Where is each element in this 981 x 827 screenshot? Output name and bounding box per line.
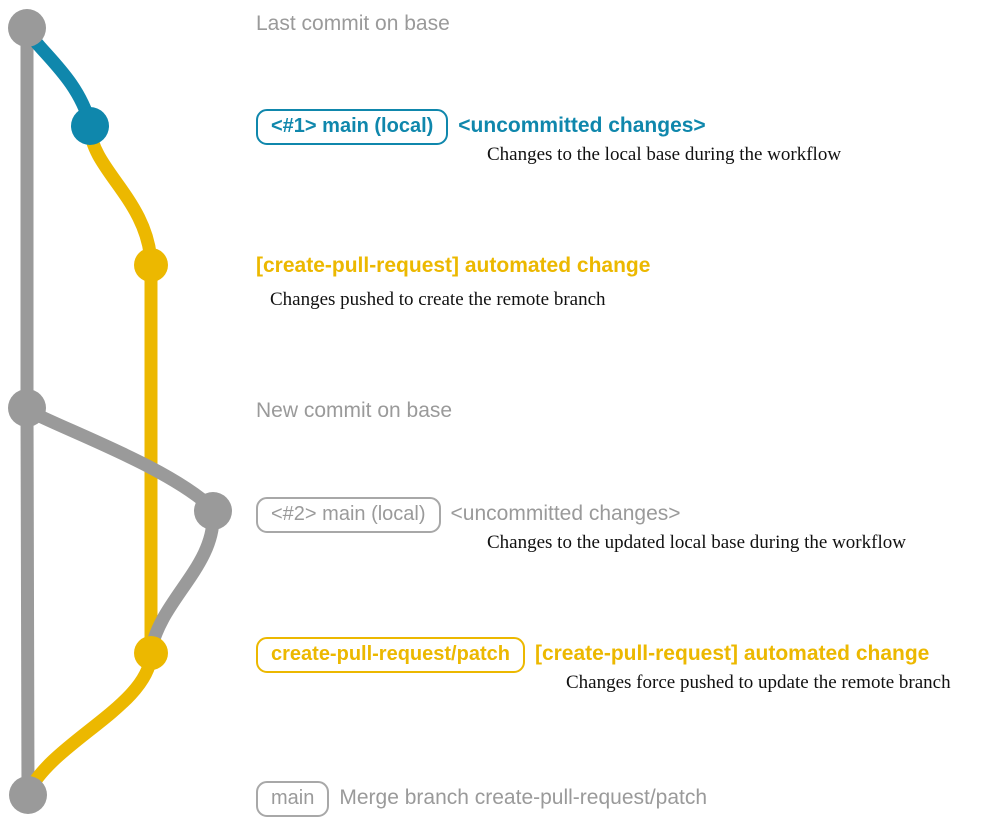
commit-node-local-1[interactable] [71, 107, 109, 145]
commit-node-base-head[interactable] [8, 9, 46, 47]
edge-basenew-to-local2 [20, 403, 220, 516]
commit-message-local-2: <uncommitted changes> [450, 502, 681, 525]
commit-node-patch-2[interactable] [134, 636, 168, 670]
row-patch-2: create-pull-request/patch [create-pull-r… [256, 637, 929, 673]
branch-pill-local-1[interactable]: <#1> main (local) [256, 109, 449, 145]
edge-patch2-to-merge [21, 648, 158, 800]
label-last-commit-on-base: Last commit on base [256, 12, 450, 35]
note-patch-1: Changes pushed to create the remote bran… [270, 289, 606, 310]
commit-message-merge: Merge branch create-pull-request/patch [339, 786, 708, 809]
branch-pill-local-2[interactable]: <#2> main (local) [256, 497, 441, 533]
note-local-1: Changes to the local base during the wor… [487, 144, 842, 165]
commit-message-patch-1: [create-pull-request] automated change [256, 254, 651, 277]
branch-pill-create-pull-request-patch[interactable]: create-pull-request/patch [256, 637, 525, 673]
commit-message-local-1: <uncommitted changes> [458, 114, 706, 137]
row-local-1: <#1> main (local) <uncommitted changes> [256, 109, 706, 145]
row-patch-1: [create-pull-request] automated change [256, 254, 650, 277]
row-local-2: <#2> main (local) <uncommitted changes> [256, 497, 681, 533]
row-merge: main Merge branch create-pull-request/pa… [256, 781, 707, 817]
note-patch-2: Changes force pushed to update the remot… [566, 672, 951, 693]
note-local-2: Changes to the updated local base during… [487, 532, 906, 553]
commit-node-base-new[interactable] [8, 389, 46, 427]
edge-local1-to-patch1 [83, 121, 158, 270]
edge-local2-to-patch2 [144, 506, 220, 658]
label-new-commit-on-base: New commit on base [256, 399, 453, 422]
commit-node-patch-1[interactable] [134, 248, 168, 282]
commit-node-merge[interactable] [9, 776, 47, 814]
commit-message-patch-2: [create-pull-request] automated change [534, 642, 930, 665]
branch-pill-main[interactable]: main [256, 781, 330, 817]
commit-node-local-2[interactable] [194, 492, 232, 530]
